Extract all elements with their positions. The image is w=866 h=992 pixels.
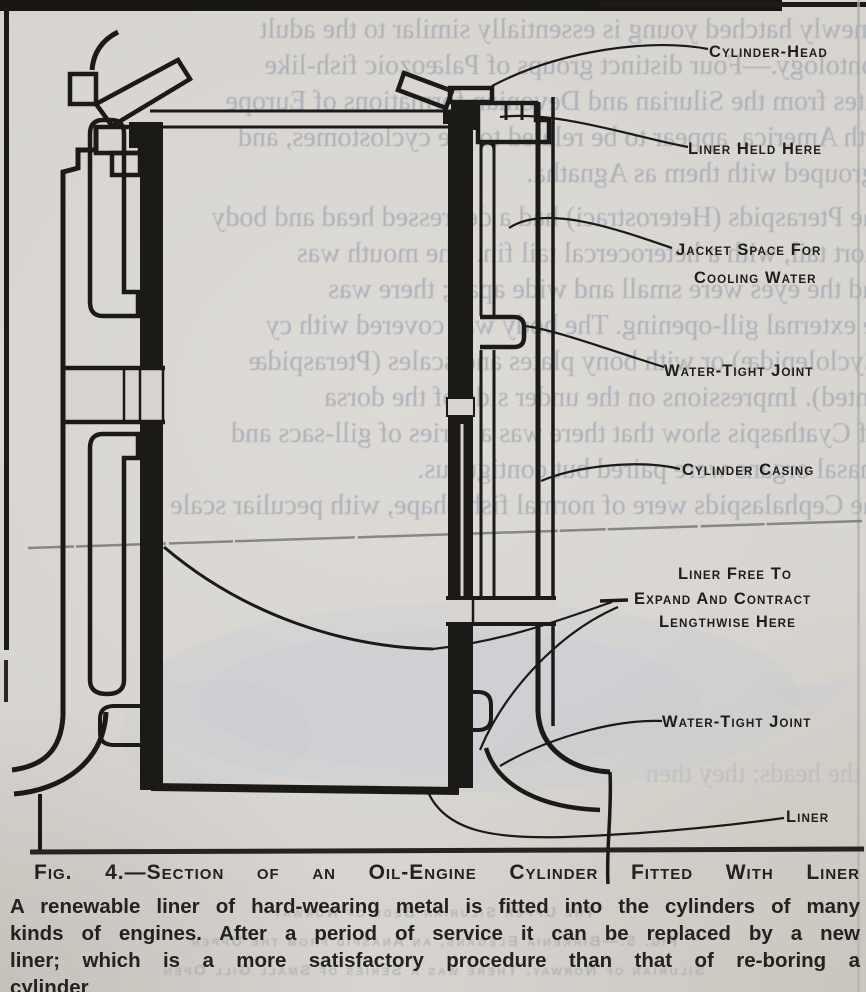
leader-liner [426,791,785,839]
left-head-flange [92,57,194,129]
caption-line: kinds of engines. After a period of serv… [10,922,860,945]
leader-liner-free [432,600,613,651]
label-liner-free-line1: Liner Free To [678,564,793,583]
figure-caption-body: A renewable liner of hard-wearing metal … [10,893,860,992]
page-top-border-thin [600,2,866,7]
ghost-horizontal-rule [27,519,863,550]
left-liner-wall [140,422,163,790]
caption-line: A renewable liner of hard-wearing metal … [10,895,860,918]
leader-cylinder-head [491,43,709,87]
leader-liner-held [499,114,689,149]
label-jacket-space-line2: Cooling Water [694,268,817,287]
label-jacket-space-line1: Jacket Space For [676,240,822,259]
caption-line: cylinder [10,976,89,992]
label-liner: Liner [786,807,830,826]
liner-bottom-edge [150,783,460,795]
leader-lines [163,43,785,839]
left-jacket-space-lower [87,431,141,697]
left-liner-wall [140,122,163,368]
page-left-border-segment [4,660,8,702]
right-cylinder-wall [395,70,613,885]
leader-cylinder-casing [540,463,681,483]
left-joint-band [65,370,163,420]
right-bottom-elbow [535,711,611,775]
leader-water-tight-joint-lower [499,719,663,767]
label-water-tight-joint-lower: Water-Tight Joint [662,712,812,731]
page-left-border [4,8,9,650]
left-bottom-elbow [11,715,66,773]
leader-liner-free-right [478,605,619,751]
label-liner-held-here: Liner Held Here [688,139,823,158]
left-cylinder-wall [11,29,194,852]
leader-liner-free-left [163,545,434,651]
label-liner-free-line3: Lengthwise Here [659,612,796,631]
pen-stroke [89,29,120,71]
right-liner-wall [448,124,473,398]
label-water-tight-joint-upper: Water-Tight Joint [664,361,814,380]
caption-line: liner; which is a more satisfactory proc… [10,949,860,972]
upper-water-tight-joint-seat [480,314,527,350]
left-jacket-space-upper [87,117,141,319]
right-head-flange [395,70,455,111]
figure-bottom-rule [29,846,865,855]
page-top-border [0,0,782,11]
label-liner-free-line2: Expand And Contract [634,589,812,608]
label-cylinder-head: Cylinder-Head [709,42,828,61]
label-cylinder-casing: Cylinder Casing [682,460,815,479]
page-right-edge-shadow [857,0,860,992]
leader-jacket-space [508,216,673,250]
right-joint-band [446,598,556,624]
leader-water-tight-joint-upper [524,324,665,369]
figure-caption-title: Fig. 4.—Section of an Oil-Engine Cylinde… [34,861,860,884]
right-expansion-gap [446,397,475,417]
